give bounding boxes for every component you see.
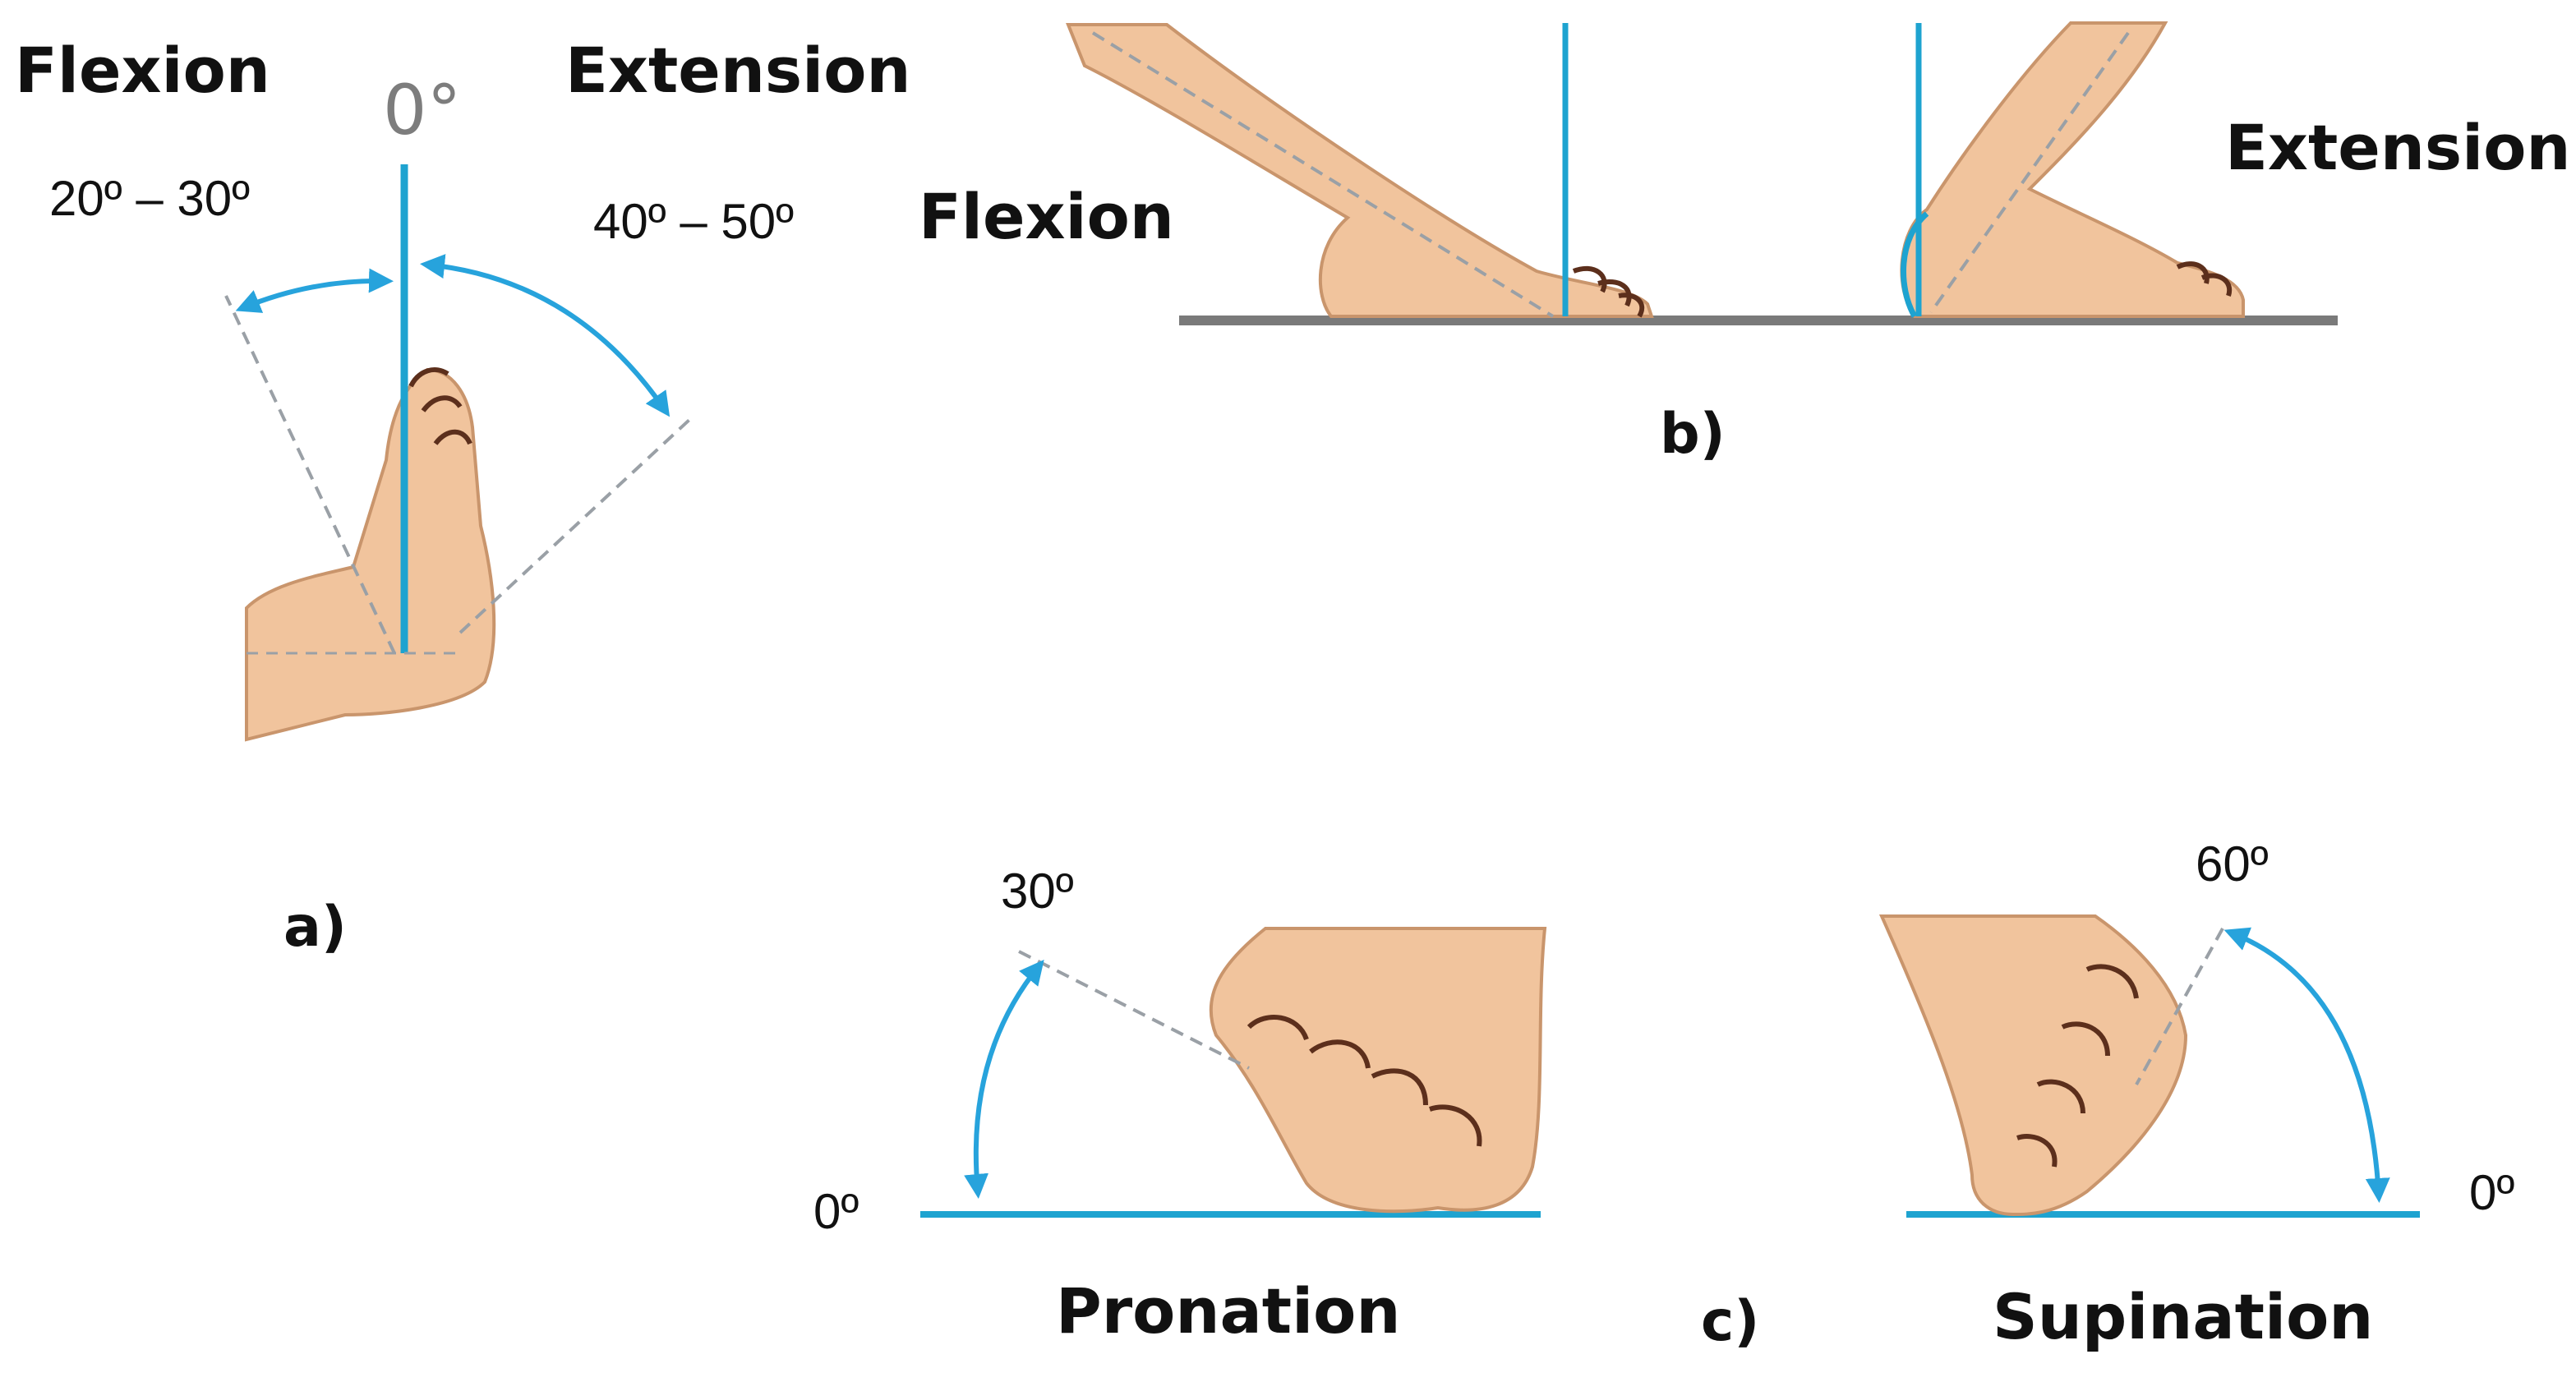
supination-zero-label: 0º [2469, 1165, 2515, 1220]
extension-leg-dashed-axis [1929, 31, 2130, 314]
extension-arc-arrow [420, 254, 670, 417]
pronation-angle-label: 30º [1001, 864, 1074, 919]
foot-extension-side-view [1900, 21, 2245, 318]
extension-dashed-line [459, 417, 692, 634]
panel-a-flexion-range: 20º – 30º [49, 171, 251, 226]
toes-supination [2016, 964, 2139, 1168]
foot-flexion-side-view [1066, 23, 1654, 318]
flexion-leg-dashed-axis [1091, 31, 1555, 318]
supination-label: Supination [1993, 1280, 2374, 1353]
panel-b-drawing [1066, 21, 2338, 325]
pronation-arc-arrow [964, 960, 1044, 1199]
pronation-label: Pronation [1056, 1274, 1401, 1347]
panel-a-neutral-angle: 0° [383, 70, 462, 150]
pronation-zero-label: 0º [813, 1184, 859, 1239]
toes-extension [2176, 261, 2233, 297]
foot-supination-front-view [1878, 914, 2188, 1217]
panel-a-label: a) [283, 895, 347, 960]
panel-b-flexion-label: Flexion [919, 180, 1174, 253]
foot-front-view [245, 367, 496, 742]
panel-b-label: b) [1660, 402, 1726, 467]
panel-a-flexion-label: Flexion [15, 34, 270, 107]
supination-angle-label: 60º [2196, 836, 2269, 891]
pronation-dashed-line [1018, 950, 1250, 1070]
panel-a-extension-label: Extension [565, 34, 911, 107]
panel-c-drawing [920, 914, 2420, 1218]
foot-pronation-front-view [1209, 927, 1547, 1214]
flexion-arc-arrow [235, 268, 394, 313]
panel-a-extension-range: 40º – 50º [593, 194, 795, 249]
panel-c-label: c) [1701, 1289, 1760, 1354]
panel-a-drawing [224, 164, 692, 742]
toes-flexion [1572, 265, 1645, 318]
panel-b-extension-label: Extension [2225, 111, 2571, 184]
toes-pronation [1247, 1015, 1482, 1147]
supination-dashed-line [2135, 928, 2224, 1085]
flexion-dashed-line [224, 295, 396, 654]
supination-arc-arrow [2223, 927, 2390, 1203]
